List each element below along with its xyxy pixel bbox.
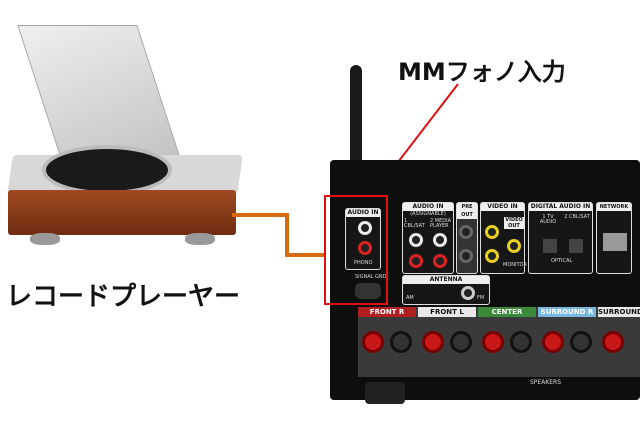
optical-label: OPTICAL	[551, 258, 573, 264]
signal-gnd-label: SIGNAL GND	[355, 274, 387, 280]
speaker-terminal-minus	[450, 331, 472, 353]
rca-jack	[409, 254, 423, 268]
video-out-header: VIDEO OUT	[504, 217, 524, 229]
turntable	[0, 15, 245, 270]
speaker-terminal-minus	[570, 331, 592, 353]
media-player-label: 2 MEDIA PLAYER	[430, 218, 451, 229]
audio-in-header: AUDIO IN	[403, 203, 453, 211]
receiver-foot	[365, 382, 405, 404]
audio-in-header: AUDIO IN	[346, 209, 380, 217]
network-panel: NETWORK	[596, 202, 632, 274]
digital-audio-header: DIGITAL AUDIO IN	[529, 203, 592, 211]
signal-gnd-terminal	[355, 283, 381, 299]
speaker-channel: SURROUND R	[538, 307, 596, 317]
pre-out-header: PRE OUT	[457, 203, 477, 219]
speaker-terminal-minus	[510, 331, 532, 353]
speaker-terminal-plus	[542, 331, 564, 353]
pre-out-panel: PRE OUT	[456, 202, 478, 274]
digital-audio-panel: DIGITAL AUDIO IN 1 TV AUDIO 2 CBL/SAT OP…	[528, 202, 593, 274]
speaker-terminal-plus	[602, 331, 624, 353]
rca-jack	[409, 233, 423, 247]
tv-audio-label: 1 TV AUDIO	[539, 214, 557, 225]
input-label: MMフォノ入力	[398, 58, 566, 86]
av-receiver: AUDIO IN PHONO SIGNAL GND AUDIO IN (ASSI…	[330, 160, 640, 404]
network-header: NETWORK	[597, 203, 631, 211]
speaker-terminal-plus	[362, 331, 384, 353]
am-label: AM	[406, 295, 414, 301]
speaker-channel: FRONT R	[358, 307, 416, 317]
monitor-jack	[507, 239, 521, 253]
phono-panel: AUDIO IN PHONO	[345, 208, 381, 270]
speaker-channel: CENTER	[478, 307, 536, 317]
monitor-label: MONITOR	[503, 262, 527, 268]
rca-jack	[433, 254, 447, 268]
antenna-header: ANTENNA	[403, 276, 489, 284]
speaker-channel: FRONT L	[418, 307, 476, 317]
optical-port	[543, 239, 557, 253]
turntable-label: レコードプレーヤー	[6, 282, 241, 312]
speaker-terminal-plus	[482, 331, 504, 353]
cbl-sat-label: 1 CBL/SAT	[404, 218, 425, 229]
speaker-channel: SURROUND	[598, 307, 640, 317]
video-jack	[485, 225, 499, 239]
speaker-terminal-plus	[422, 331, 444, 353]
rca-jack	[433, 233, 447, 247]
foot	[185, 233, 215, 245]
audio-in-panel: AUDIO IN (ASSIGNABLE) 1 CBL/SAT 2 MEDIA …	[402, 202, 454, 274]
assignable-label: (ASSIGNABLE)	[410, 211, 446, 217]
wood-base	[8, 190, 236, 235]
phono-highlight-box	[324, 195, 388, 305]
cable-line	[232, 213, 326, 257]
speaker-terminals: FRONT R FRONT L CENTER SURROUND R SURROU…	[358, 307, 640, 377]
phono-l-jack	[358, 221, 372, 235]
fm-label: FM	[477, 295, 485, 301]
speaker-terminal-minus	[390, 331, 412, 353]
video-jack	[485, 249, 499, 263]
video-in-panel: VIDEO IN VIDEO OUT MONITOR	[480, 202, 527, 274]
phono-r-jack	[358, 241, 372, 255]
speakers-label: SPEAKERS	[530, 379, 562, 386]
optical-port	[569, 239, 583, 253]
foot	[30, 233, 60, 245]
phono-label: PHONO	[354, 260, 373, 266]
rca-jack	[459, 225, 473, 239]
fm-jack	[461, 286, 475, 300]
ethernet-port	[603, 233, 627, 251]
video-in-header: VIDEO IN	[481, 203, 524, 211]
rca-jack	[459, 249, 473, 263]
cbl-sat2-label: 2 CBL/SAT	[564, 214, 590, 220]
antenna-panel: ANTENNA AM FM	[402, 275, 490, 305]
